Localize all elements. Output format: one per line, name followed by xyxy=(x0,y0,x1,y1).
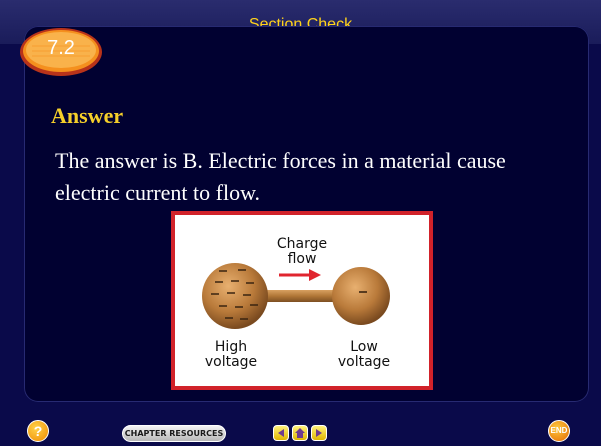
high-voltage-sphere xyxy=(202,263,268,329)
charge-flow-diagram xyxy=(202,263,390,329)
end-button[interactable]: END xyxy=(548,420,570,442)
previous-arrow-icon xyxy=(278,429,284,437)
chapter-resources-button[interactable]: CHAPTER RESOURCES xyxy=(122,425,226,442)
low-voltage-sphere xyxy=(332,267,390,325)
answer-heading: Answer xyxy=(51,103,124,128)
home-button[interactable] xyxy=(292,425,308,441)
section-badge: 7.2 xyxy=(18,26,104,78)
next-arrow-icon xyxy=(316,429,322,437)
charge-flow-arrow-icon xyxy=(279,269,321,281)
next-button[interactable] xyxy=(311,425,327,441)
badge-shape-icon xyxy=(20,28,102,76)
previous-button[interactable] xyxy=(273,425,289,441)
answer-text: The answer is B. Electric forces in a ma… xyxy=(55,148,506,205)
home-icon xyxy=(295,428,305,438)
negative-charges-high xyxy=(211,269,258,320)
help-button[interactable]: ? xyxy=(27,420,49,442)
section-number: 7.2 xyxy=(47,37,75,59)
